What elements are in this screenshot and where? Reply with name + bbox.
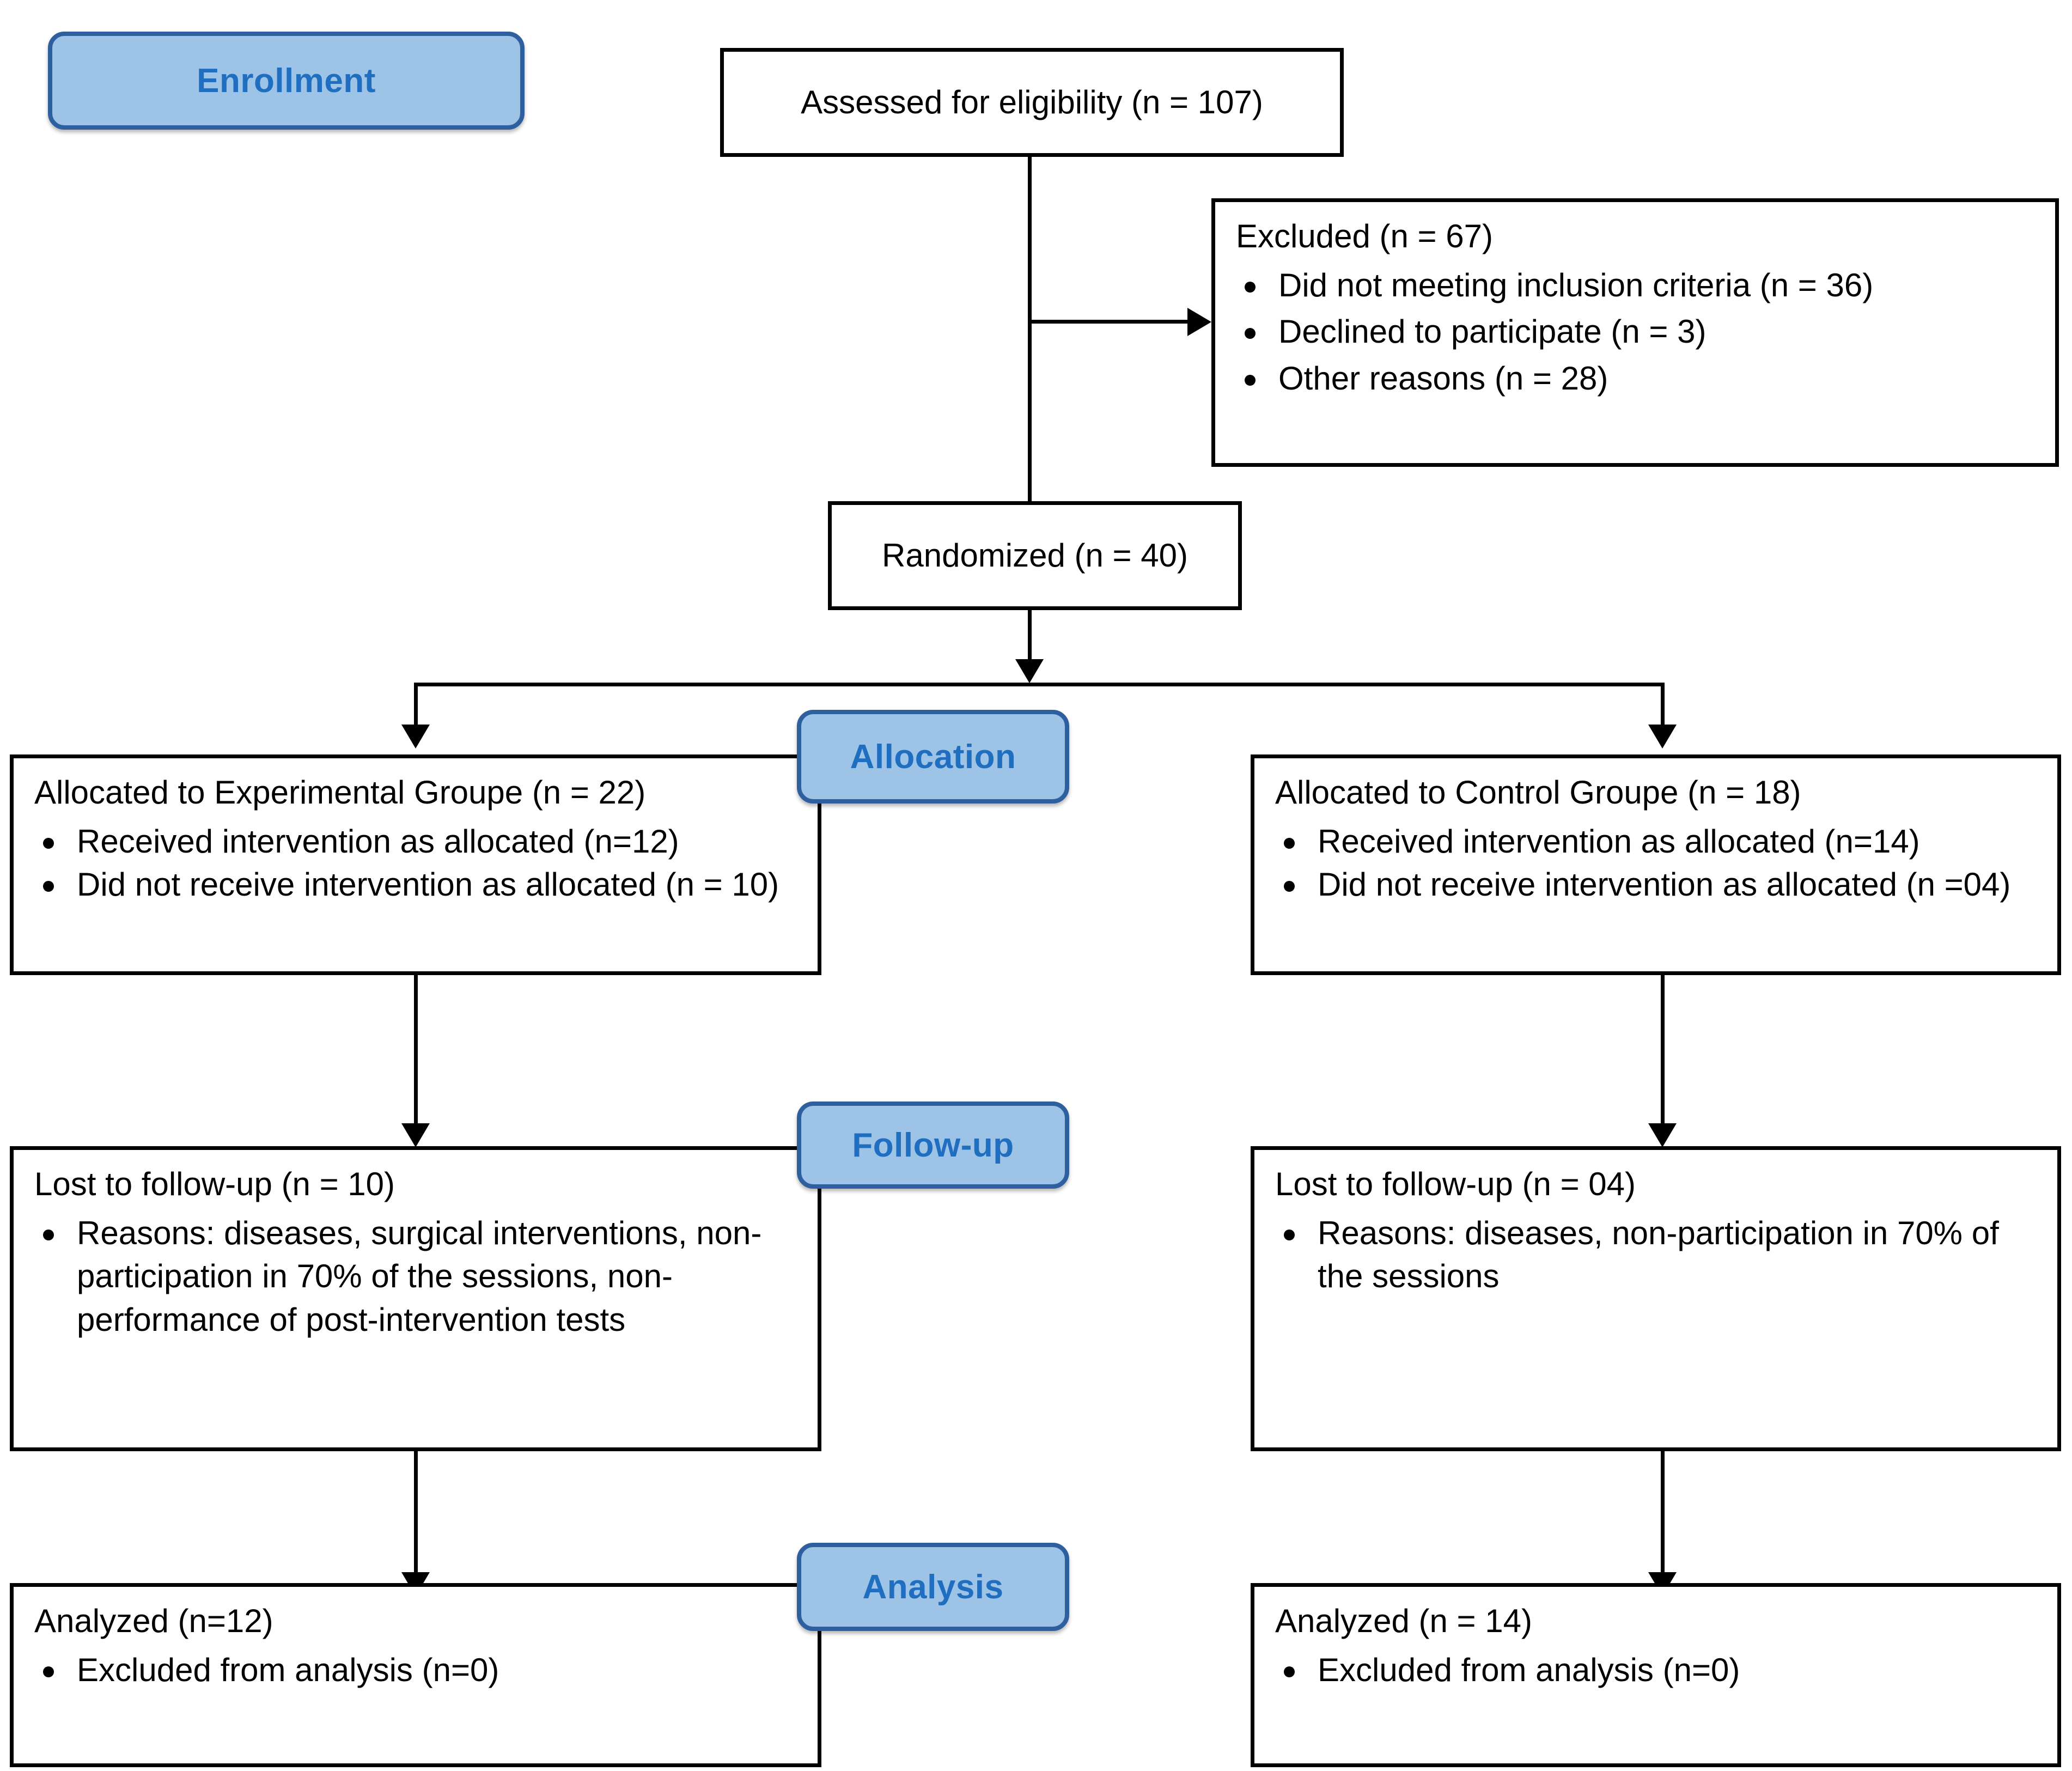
list-item: Did not receive intervention as allocate… xyxy=(1275,863,2043,906)
node-excluded: Excluded (n = 67) Did not meeting inclus… xyxy=(1211,198,2059,467)
connector-alloc-exp-to-followup-arrowhead xyxy=(401,1123,430,1147)
list-item: Reasons: diseases, non-participation in … xyxy=(1275,1212,2043,1298)
connector-split-left-drop xyxy=(414,683,418,733)
node-allocated-experimental-list: Received intervention as allocated (n=12… xyxy=(34,820,803,906)
node-allocated-experimental: Allocated to Experimental Groupe (n = 22… xyxy=(10,754,821,975)
list-item: Received intervention as allocated (n=12… xyxy=(34,820,803,863)
node-allocated-control: Allocated to Control Groupe (n = 18) Rec… xyxy=(1251,754,2061,975)
connector-followup-exp-to-analysis xyxy=(414,1451,418,1582)
connector-split-right-drop xyxy=(1661,683,1665,733)
node-analyzed-experimental-list: Excluded from analysis (n=0) xyxy=(34,1648,803,1691)
list-item: Did not meeting inclusion criteria (n = … xyxy=(1236,264,2041,307)
connector-randomized-arrowhead xyxy=(1015,659,1044,683)
stage-badge-allocation-label: Allocation xyxy=(850,738,1016,776)
stage-badge-analysis-label: Analysis xyxy=(862,1568,1004,1606)
list-item: Declined to participate (n = 3) xyxy=(1236,310,2041,353)
stage-badge-followup: Follow-up xyxy=(797,1101,1069,1189)
node-followup-experimental-title: Lost to follow-up (n = 10) xyxy=(34,1166,395,1202)
list-item: Excluded from analysis (n=0) xyxy=(1275,1648,2043,1691)
node-assessed-for-eligibility: Assessed for eligibility (n = 107) xyxy=(720,48,1344,157)
stage-badge-analysis: Analysis xyxy=(797,1543,1069,1631)
list-item: Excluded from analysis (n=0) xyxy=(34,1648,803,1691)
stage-badge-enrollment: Enrollment xyxy=(48,32,525,130)
stage-badge-allocation: Allocation xyxy=(797,710,1069,804)
node-analyzed-experimental: Analyzed (n=12) Excluded from analysis (… xyxy=(10,1583,821,1767)
connector-excluded-branch xyxy=(1028,320,1191,324)
connector-randomized-stem xyxy=(1028,610,1032,678)
connector-split-right-arrowhead xyxy=(1648,725,1677,748)
node-analyzed-control: Analyzed (n = 14) Excluded from analysis… xyxy=(1251,1583,2061,1767)
connector-alloc-ctrl-to-followup-arrowhead xyxy=(1648,1123,1677,1147)
node-excluded-title: Excluded (n = 67) xyxy=(1236,218,1493,254)
node-allocated-control-title: Allocated to Control Groupe (n = 18) xyxy=(1275,774,1801,811)
connector-split-bar xyxy=(414,683,1665,686)
stage-badge-enrollment-label: Enrollment xyxy=(197,62,376,100)
node-followup-control: Lost to follow-up (n = 04) Reasons: dise… xyxy=(1251,1146,2061,1451)
node-analyzed-control-list: Excluded from analysis (n=0) xyxy=(1275,1648,2043,1691)
node-followup-control-title: Lost to follow-up (n = 04) xyxy=(1275,1166,1636,1202)
list-item: Other reasons (n = 28) xyxy=(1236,357,2041,400)
node-analyzed-control-title: Analyzed (n = 14) xyxy=(1275,1603,1532,1639)
node-randomized: Randomized (n = 40) xyxy=(828,501,1242,610)
node-allocated-experimental-title: Allocated to Experimental Groupe (n = 22… xyxy=(34,774,646,811)
node-analyzed-experimental-title: Analyzed (n=12) xyxy=(34,1603,273,1639)
connector-assessed-trunk xyxy=(1028,157,1032,507)
connector-split-left-arrowhead xyxy=(401,725,430,748)
list-item: Reasons: diseases, surgical intervention… xyxy=(34,1212,803,1341)
node-followup-experimental: Lost to follow-up (n = 10) Reasons: dise… xyxy=(10,1146,821,1451)
node-assessed-title: Assessed for eligibility (n = 107) xyxy=(801,84,1263,121)
node-allocated-control-list: Received intervention as allocated (n=14… xyxy=(1275,820,2043,906)
connector-alloc-ctrl-to-followup xyxy=(1661,975,1665,1133)
connector-followup-ctrl-to-analysis xyxy=(1661,1451,1665,1582)
node-randomized-title: Randomized (n = 40) xyxy=(882,537,1188,574)
node-excluded-list: Did not meeting inclusion criteria (n = … xyxy=(1236,264,2041,400)
list-item: Received intervention as allocated (n=14… xyxy=(1275,820,2043,863)
node-followup-control-list: Reasons: diseases, non-participation in … xyxy=(1275,1212,2043,1298)
connector-alloc-exp-to-followup xyxy=(414,975,418,1133)
list-item: Did not receive intervention as allocate… xyxy=(34,863,803,906)
connector-excluded-arrowhead xyxy=(1187,308,1211,336)
stage-badge-followup-label: Follow-up xyxy=(852,1126,1014,1164)
node-followup-experimental-list: Reasons: diseases, surgical intervention… xyxy=(34,1212,803,1341)
